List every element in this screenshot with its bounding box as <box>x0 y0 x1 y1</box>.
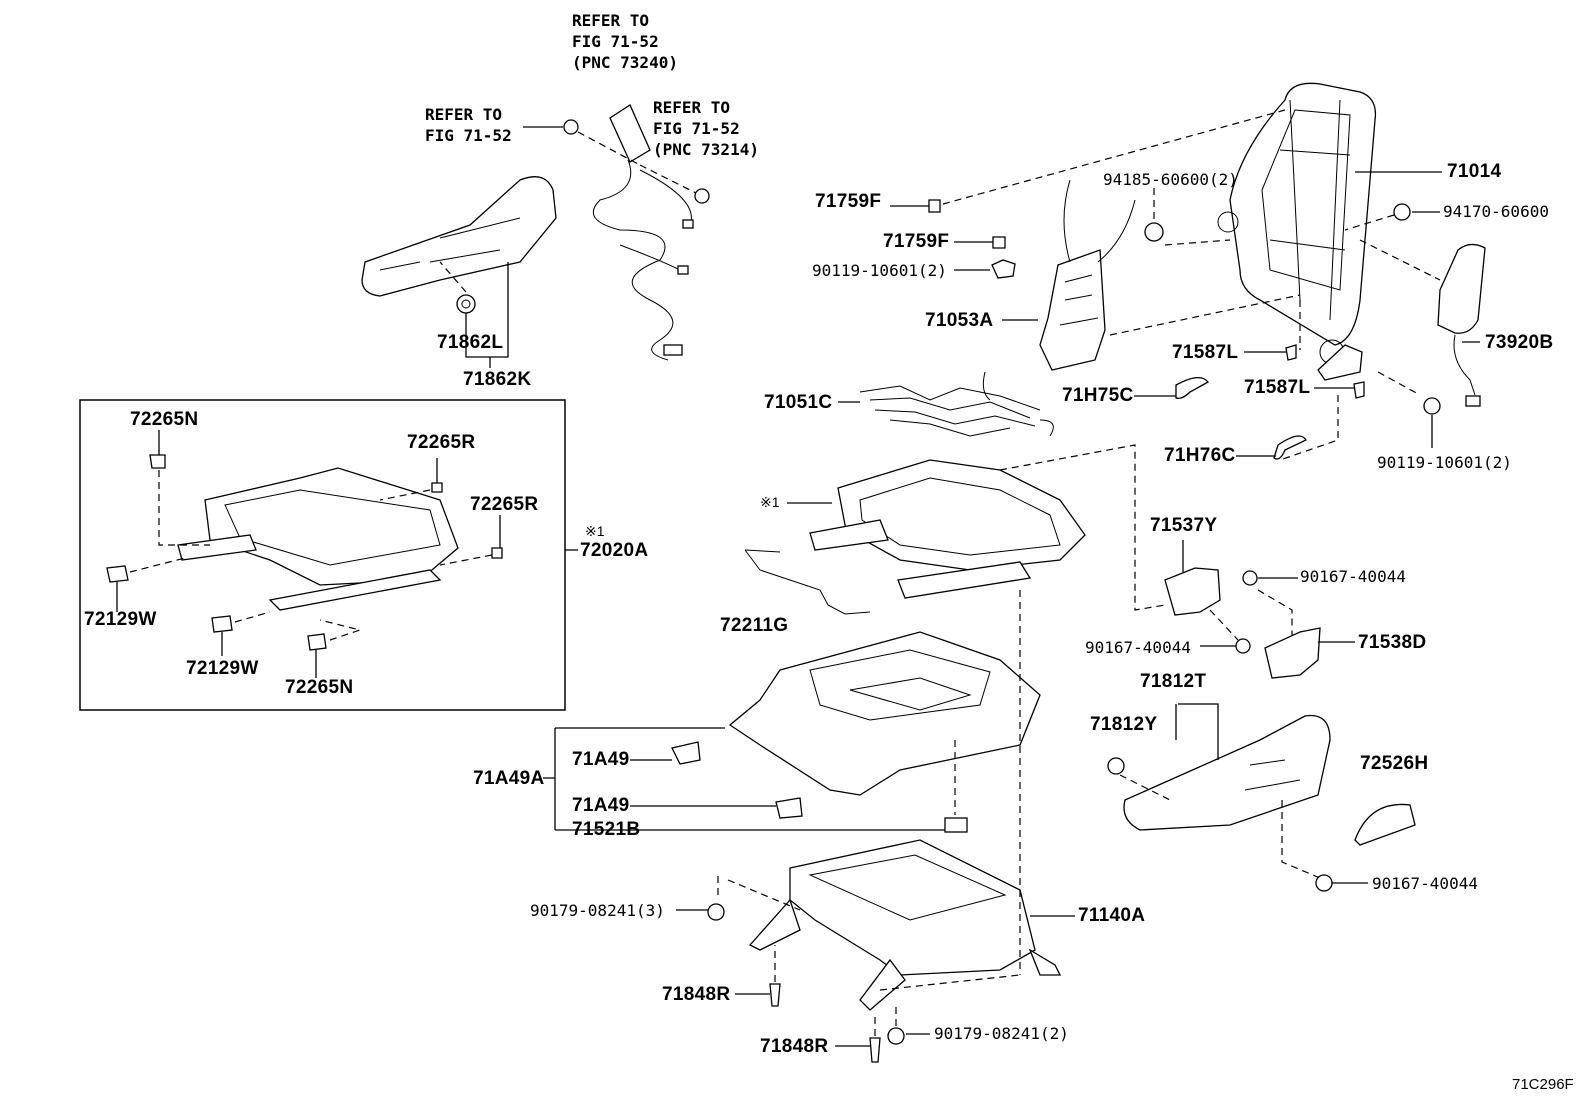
cover-72526H-part <box>1354 803 1416 846</box>
part-label-71051C[interactable]: 71051C <box>764 392 833 413</box>
part-label-71848R-lower[interactable]: 71848R <box>760 1036 829 1057</box>
reference-note-pnc-73214: REFER TO FIG 71-52 (PNC 73214) <box>653 98 759 159</box>
part-label-71812T[interactable]: 71812T <box>1140 671 1207 692</box>
part-label-71759F-upper[interactable]: 71759F <box>815 191 882 212</box>
part-label-71759F-lower[interactable]: 71759F <box>883 231 950 252</box>
part-label-71014[interactable]: 71014 <box>1447 161 1502 182</box>
part-label-71521B[interactable]: 71521B <box>572 819 641 840</box>
part-label-72211G[interactable]: 72211G <box>720 615 789 636</box>
part-label-71140A[interactable]: 71140A <box>1078 905 1146 926</box>
part-label-94185-60600[interactable]: 94185-60600(2) <box>1103 170 1238 189</box>
part-label-72129W-left[interactable]: 72129W <box>84 609 157 630</box>
part-label-90167-40044-bottom[interactable]: 90167-40044 <box>1372 874 1478 893</box>
part-label-72129W-bottom[interactable]: 72129W <box>186 658 259 679</box>
seat-back-frame-part <box>1217 82 1377 381</box>
part-label-72020A[interactable]: 72020A <box>580 540 649 561</box>
note-mark-72020A: ※1 <box>585 523 605 539</box>
seat-base-part <box>748 839 1062 1011</box>
seat-pan-part <box>728 631 1041 796</box>
note-mark-assembly: ※1 <box>760 494 780 510</box>
part-label-73920B[interactable]: 73920B <box>1485 332 1554 353</box>
part-label-71587L-upper[interactable]: 71587L <box>1172 342 1239 363</box>
seat-side-cover-part <box>361 176 557 314</box>
part-label-71862K[interactable]: 71862K <box>463 369 532 390</box>
part-label-71H75C[interactable]: 71H75C <box>1062 385 1134 406</box>
part-label-72265N-top[interactable]: 72265N <box>130 409 199 430</box>
part-label-71537Y[interactable]: 71537Y <box>1150 515 1218 536</box>
part-label-90179-08241-upper[interactable]: 90179-08241(3) <box>530 901 665 920</box>
clip-71A49-part <box>671 741 701 765</box>
clip-71A49-part-2 <box>775 797 803 819</box>
side-airbag-part <box>1437 243 1486 407</box>
part-label-90167-40044-upper[interactable]: 90167-40044 <box>1300 567 1406 586</box>
seat-cushion-frame-part <box>809 459 1086 599</box>
part-label-90167-40044-middle[interactable]: 90167-40044 <box>1085 638 1191 657</box>
part-label-71587L-lower[interactable]: 71587L <box>1244 377 1311 398</box>
part-label-71538D[interactable]: 71538D <box>1358 632 1427 653</box>
part-label-90179-08241-lower[interactable]: 90179-08241(2) <box>934 1024 1069 1043</box>
part-label-72265R-upper[interactable]: 72265R <box>407 432 476 453</box>
part-label-71H76C[interactable]: 71H76C <box>1164 445 1236 466</box>
rod-72211G-part <box>744 549 871 615</box>
assembly-inset-box <box>79 399 566 711</box>
part-label-90119-10601-left[interactable]: 90119-10601(2) <box>812 261 947 280</box>
bracket-71537Y-part <box>1164 567 1221 616</box>
reference-note-pnc-73240: REFER TO FIG 71-52 (PNC 73240) <box>572 11 678 72</box>
part-label-71053A[interactable]: 71053A <box>925 310 994 331</box>
inset-seat-frame-part <box>177 467 459 611</box>
bracket-71538D-part <box>1264 627 1321 679</box>
pad-71521B-part <box>944 817 968 833</box>
part-label-71848R-upper[interactable]: 71848R <box>662 984 731 1005</box>
part-label-71862L[interactable]: 71862L <box>437 332 504 353</box>
part-label-72265R-lower[interactable]: 72265R <box>470 494 539 515</box>
harness-part <box>592 104 694 361</box>
part-label-90119-10601-right[interactable]: 90119-10601(2) <box>1377 453 1512 472</box>
part-label-72526H[interactable]: 72526H <box>1360 753 1429 774</box>
part-label-71A49-upper[interactable]: 71A49 <box>572 749 630 770</box>
bracket-71053A-part <box>1039 179 1136 371</box>
part-label-71812Y[interactable]: 71812Y <box>1090 714 1158 735</box>
reference-note-fig: REFER TO FIG 71-52 <box>425 105 512 145</box>
part-label-72265N-bottom[interactable]: 72265N <box>285 677 354 698</box>
figure-id: 71C296F <box>1512 1076 1574 1093</box>
part-label-71A49A[interactable]: 71A49A <box>473 768 545 789</box>
part-label-71A49-lower[interactable]: 71A49 <box>572 795 630 816</box>
side-cover-71812T-part <box>1123 714 1331 831</box>
part-label-94170-60600[interactable]: 94170-60600 <box>1443 202 1549 221</box>
seat-spring-part <box>859 371 1054 437</box>
